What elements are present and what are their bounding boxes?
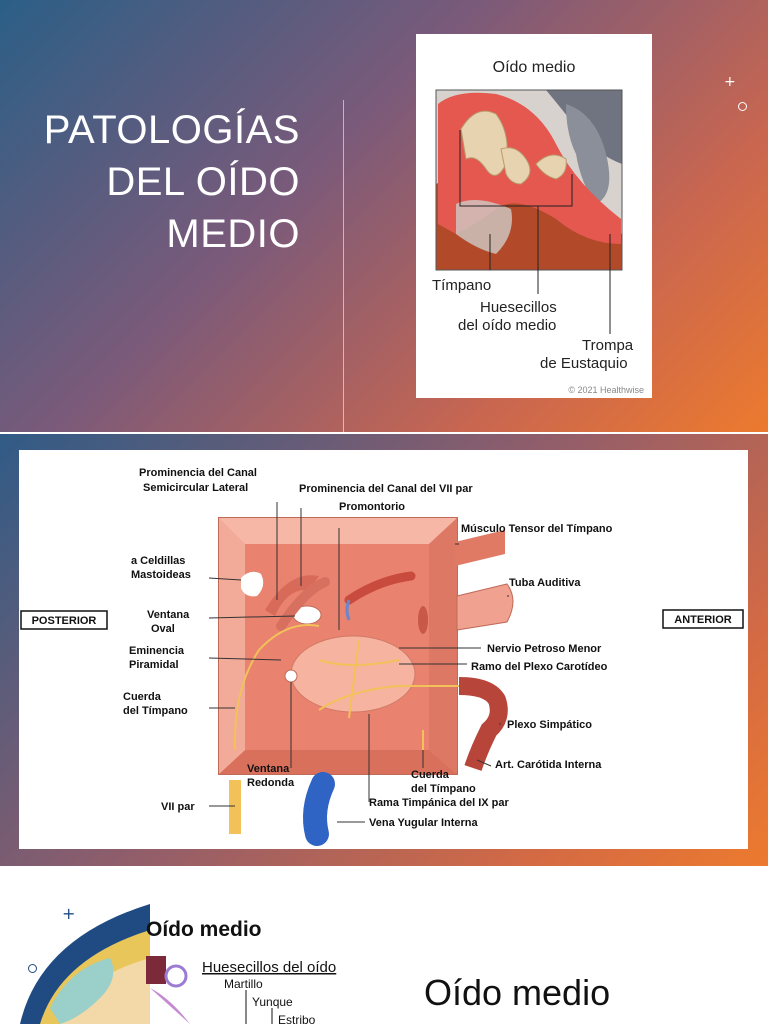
label-prom-canal-2: Semicircular Lateral [143,482,248,494]
figure-credit: © 2021 Healthwise [568,385,644,395]
label-carotida: Art. Carótida Interna [495,759,602,771]
middle-ear-figure: Oído medio Tímpano Huesecillos [416,34,652,398]
slide-1: PATOLOGÍAS DEL OÍDO MEDIO + Oído medio [0,0,768,432]
label-celdillas-1: a Celdillas [131,555,185,567]
slide-3-title: Oído medio [424,972,611,1013]
title-line-3: MEDIO [166,212,300,256]
label-trompa-2: de Eustaquio [540,355,628,372]
slide-1-title: PATOLOGÍAS DEL OÍDO MEDIO [44,104,300,260]
label-rama-timpanica: Rama Timpánica del IX par [369,797,510,809]
label-ventana-oval-2: Oval [151,623,175,635]
figure-title: Oído medio [493,59,576,76]
label-eminencia-1: Eminencia [129,645,185,657]
label-tensor: Músculo Tensor del Tímpano [461,523,613,535]
title-line-2: DEL OÍDO [106,160,300,204]
slide-3: Oído medio Huesecillos del oído Martillo… [0,868,768,1024]
plus-icon: + [62,904,76,923]
label-cuerda-2: del Tímpano [123,705,188,717]
label-cuerda2-2: del Tímpano [411,783,476,795]
ossicles-figure: Oído medio Huesecillos del oído Martillo… [20,904,336,1024]
label-eminencia-2: Piramidal [129,659,179,671]
label-huesecillos-2: del oído medio [458,317,556,334]
ossicle-estribo: Estribo [278,1013,316,1024]
divider-line [343,100,344,432]
label-trompa-1: Trompa [582,337,634,354]
label-celdillas-2: Mastoideas [131,569,191,581]
label-promontorio: Promontorio [339,501,405,513]
label-timpano: Tímpano [432,277,491,294]
label-prom-canal-1: Prominencia del Canal [139,467,257,479]
ossicles-subtitle: Huesecillos del oído [202,959,336,976]
circle-icon [738,102,747,111]
plus-icon: + [724,74,736,90]
leader-lines [208,502,509,823]
posterior-box: POSTERIOR [20,610,108,630]
label-vena-yugular: Vena Yugular Interna [369,817,478,829]
circle-icon [28,964,37,973]
label-ventana-redonda-1: Ventana [247,763,290,775]
anatomy-details [229,530,514,846]
label-nervio-petroso: Nervio Petroso Menor [487,643,602,655]
title-line-1: PATOLOGÍAS [43,108,300,152]
anterior-box: ANTERIOR [662,609,744,629]
slide-2: Prominencia del Canal Semicircular Later… [0,434,768,866]
label-cuerda-1: Cuerda [123,691,162,703]
label-huesecillos-1: Huesecillos [480,299,557,316]
ossicle-martillo: Martillo [224,977,263,991]
label-plexo-simpatico: Plexo Simpático [507,719,592,731]
label-tuba: Tuba Auditiva [509,577,581,589]
ossicle-yunque: Yunque [252,995,293,1009]
label-ventana-redonda-2: Redonda [247,777,295,789]
label-prom-vii: Prominencia del Canal del VII par [299,483,473,495]
label-anterior: ANTERIOR [674,614,732,626]
ear-illustration [435,89,623,271]
label-ventana-oval-1: Ventana [147,609,190,621]
ossicles-title: Oído medio [146,918,262,941]
label-vii-par: VII par [161,801,195,813]
tympanic-cavity-figure: Prominencia del Canal Semicircular Later… [19,450,748,849]
label-posterior: POSTERIOR [32,615,97,627]
label-ramo-plexo: Ramo del Plexo Carotídeo [471,661,608,673]
leader-lines [459,130,611,334]
label-cuerda2-1: Cuerda [411,769,450,781]
